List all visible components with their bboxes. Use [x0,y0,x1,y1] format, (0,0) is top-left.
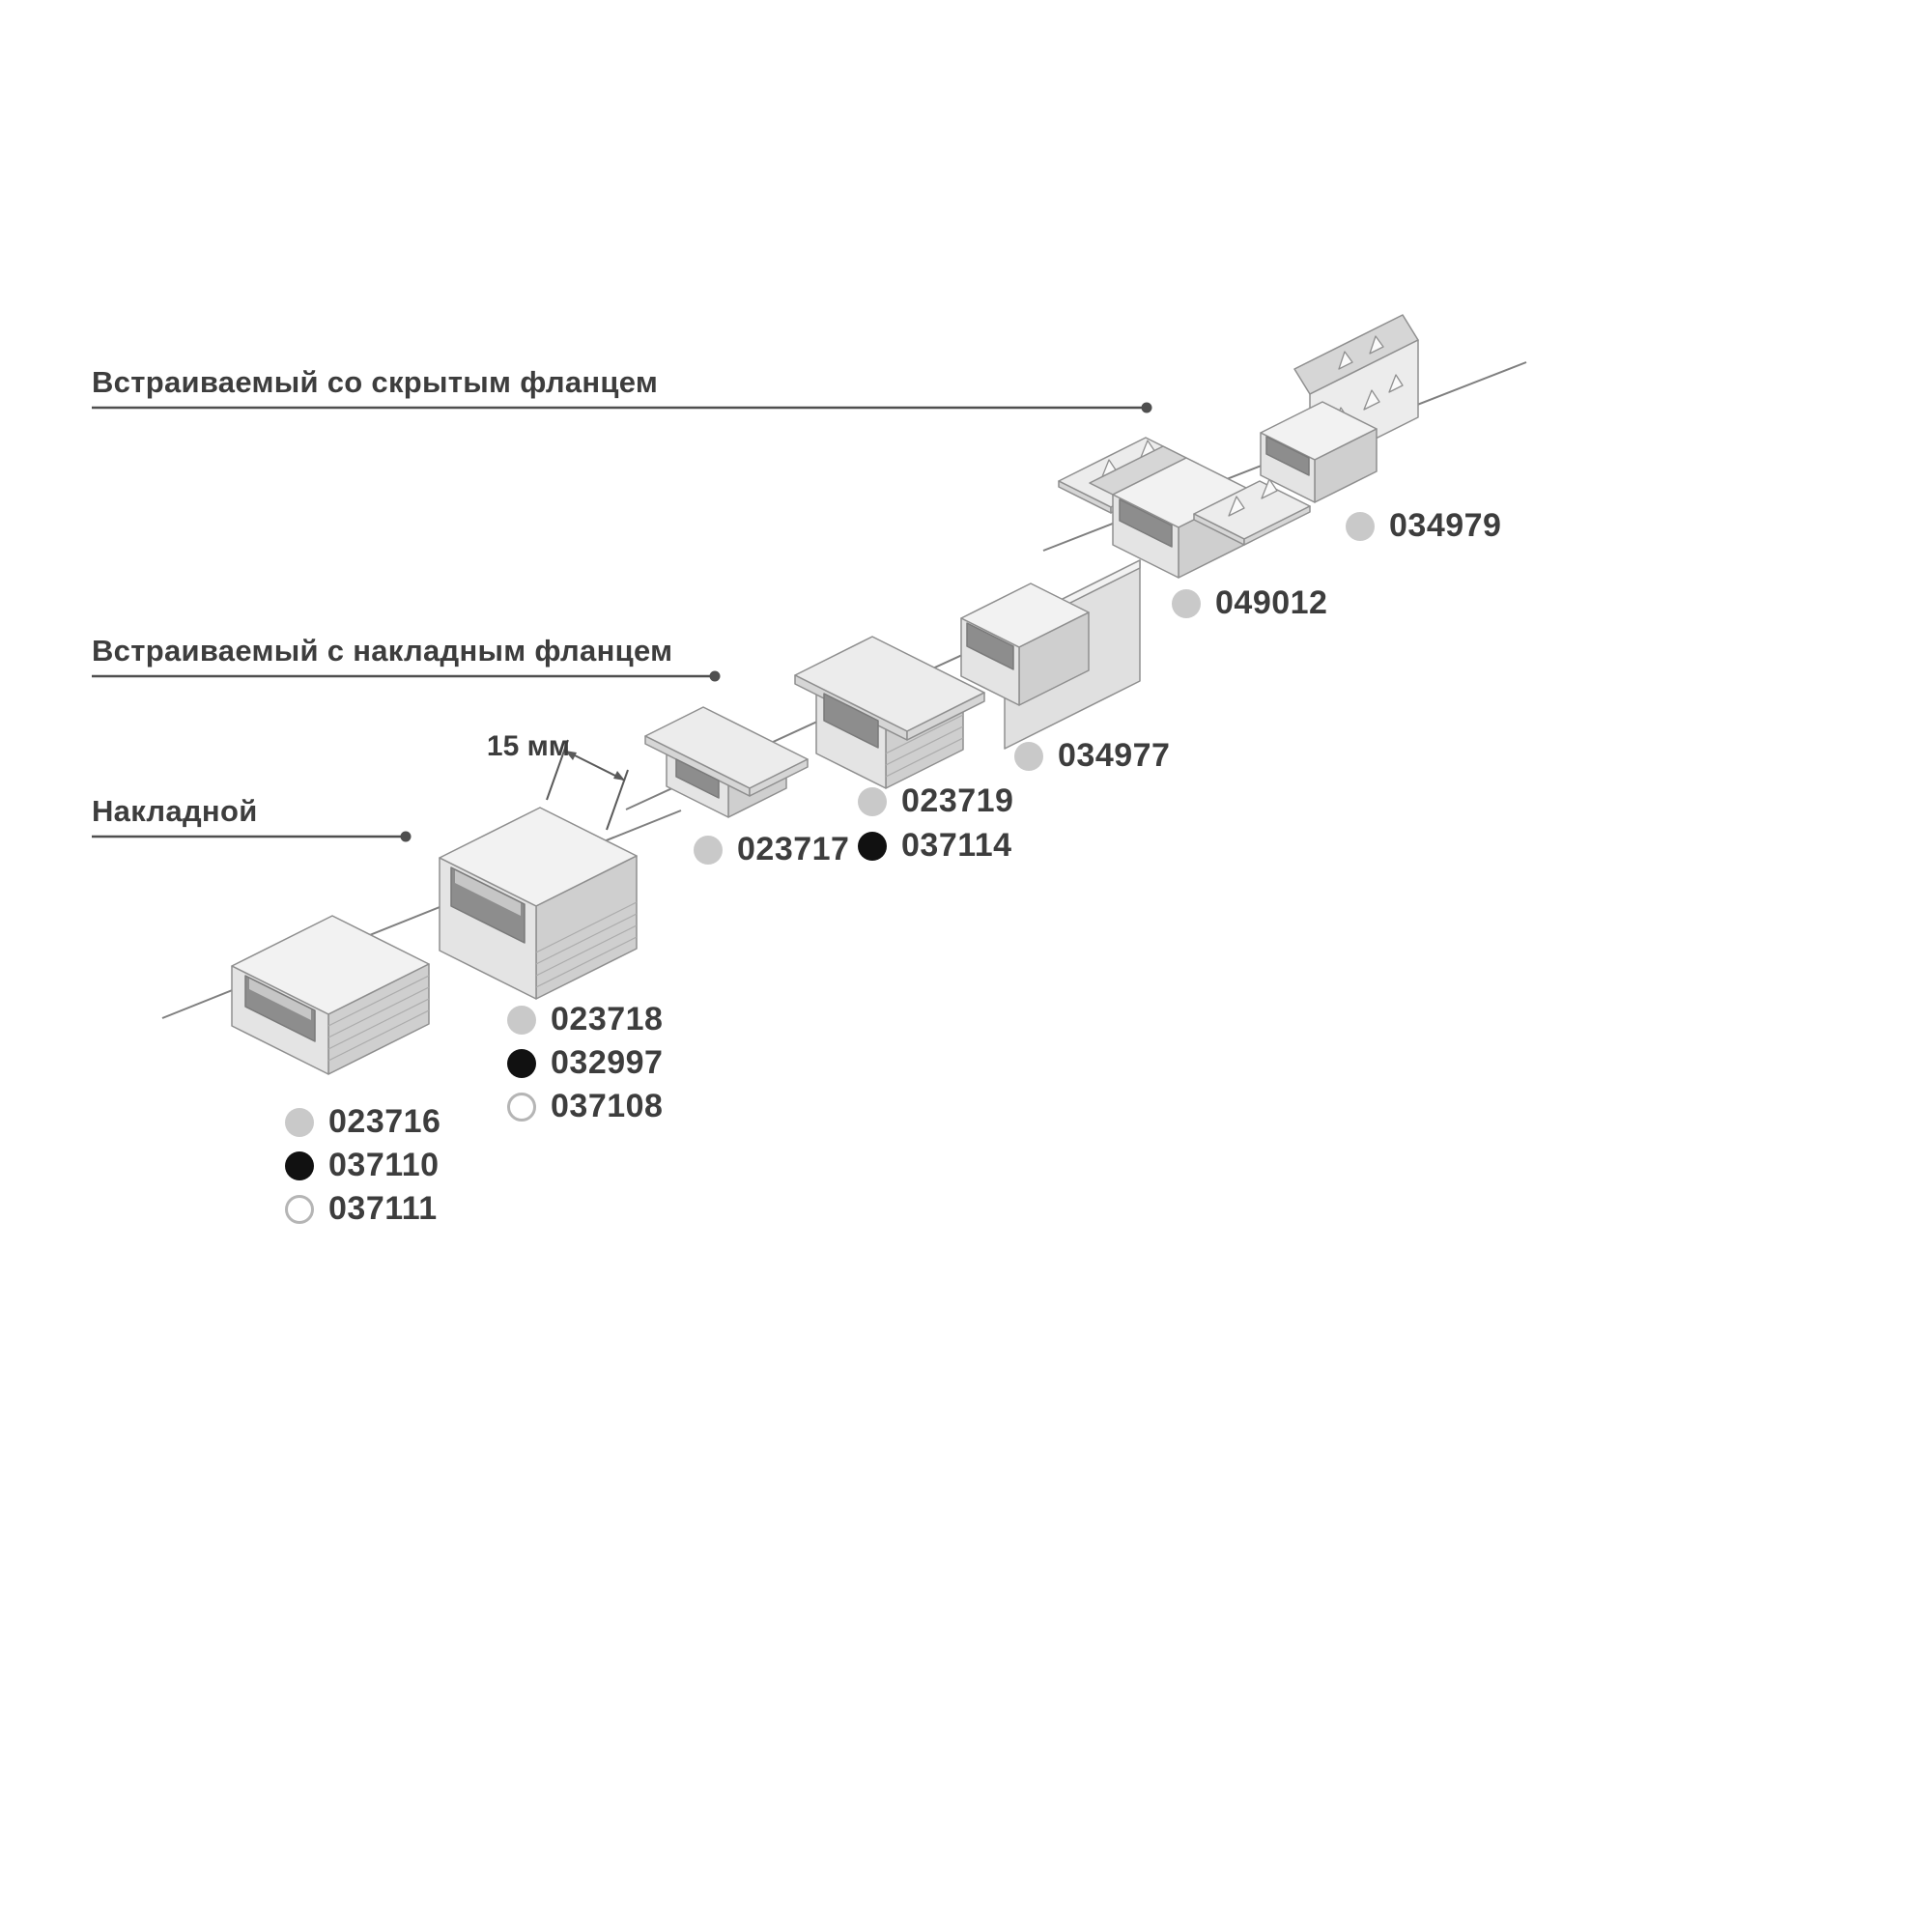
color-dot-white [285,1194,314,1224]
profile-drawing-surface-tall [439,807,638,1000]
profile-drawing-hidden-flange [1058,437,1311,579]
profile-drawing-recessed-deep [794,636,985,789]
product-code: 032997 [551,1044,664,1081]
color-dot-black [858,831,887,861]
product-code: 037108 [551,1088,664,1124]
color-dot-gray [285,1107,314,1137]
profile-drawing-surface-low [231,915,430,1075]
product-code-item: 034977 [1014,737,1170,775]
color-dot-black [285,1151,314,1180]
product-code: 037110 [328,1147,440,1183]
profile-drawing-recessed-small [644,706,809,818]
color-dot-gray [858,786,887,816]
color-dot-gray [1014,741,1043,771]
product-code-item: 037111 [285,1190,438,1228]
color-dot-black [507,1048,536,1078]
color-dot-gray [1346,511,1375,541]
product-code: 023718 [551,1001,664,1037]
profile-drawing-recessed-wide-flange [960,559,1141,750]
product-code: 023716 [328,1103,441,1140]
color-dot-gray [1172,588,1201,618]
product-code: 023719 [901,782,1014,819]
product-code-item: 023717 [694,831,849,868]
product-code-item: 037108 [507,1088,663,1125]
category-label-recessed-surface-flange: Встраиваемый с накладным фланцем [92,634,673,668]
underline-recessed-surface-flange [92,670,721,682]
product-code-item: 023719 [858,782,1013,820]
product-code: 037114 [901,827,1012,864]
product-code-item: 049012 [1172,584,1327,622]
product-code-item: 023718 [507,1001,663,1038]
product-code-item: 037114 [858,827,1012,865]
product-code: 034979 [1389,507,1502,544]
product-code-item: 023716 [285,1103,440,1141]
product-code-item: 037110 [285,1147,440,1184]
product-code: 049012 [1215,584,1328,621]
underline-recessed-hidden-flange [92,402,1152,413]
profile-drawing-hidden-flange-bracket [1260,314,1419,503]
color-dot-gray [694,835,723,865]
color-dot-white [507,1092,536,1122]
product-code: 023717 [737,831,850,867]
product-code-item: 034979 [1346,507,1501,545]
product-code: 037111 [328,1190,438,1227]
product-code-item: 032997 [507,1044,663,1082]
color-dot-gray [507,1005,536,1035]
category-label-recessed-hidden-flange: Встраиваемый со скрытым фланцем [92,365,659,399]
underline-surface-mounted [92,831,412,842]
dimension-label-15mm: 15 мм [486,730,570,762]
product-code: 034977 [1058,737,1171,774]
category-label-surface-mounted: Накладной [92,794,258,828]
dimension-15mm-arrow [546,739,629,831]
